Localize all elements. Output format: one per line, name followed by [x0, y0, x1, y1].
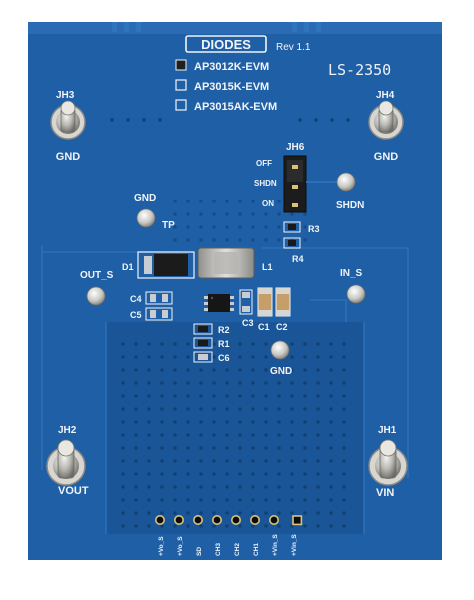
svg-text:SHDN: SHDN [336, 200, 364, 211]
svg-text:JH2: JH2 [58, 425, 77, 436]
capacitor-c6: C6 [193, 351, 230, 363]
svg-text:CH1: CH1 [253, 543, 260, 556]
top-edge-pads [112, 22, 321, 32]
svg-text:OFF: OFF [256, 159, 272, 168]
variant-label-1: AP3012K-EVM [194, 61, 269, 73]
test-point-gnd-center: GND [270, 340, 292, 377]
svg-text:TP: TP [162, 220, 175, 231]
capacitor-c2: C2 [275, 287, 291, 332]
variant-label-2: AP3015K-EVM [194, 81, 269, 93]
variant-checkbox-3 [175, 99, 187, 111]
shdn-test-point [336, 172, 356, 192]
svg-text:C2: C2 [276, 322, 288, 332]
jumper-jh6: JH6 OFF SHDN ON SHDN [254, 142, 364, 213]
capacitor-c4: C4 [130, 291, 173, 305]
variant-label-3: AP3015AK-EVM [194, 101, 277, 113]
svg-text:C5: C5 [130, 310, 142, 320]
header-pin-labels: +Vo_S +Vo_S SD CH3 CH2 CH1 +Vin_S +Vin_S [158, 534, 298, 556]
svg-text:C4: C4 [130, 294, 142, 304]
svg-text:GND: GND [56, 151, 81, 163]
diode-d1: D1 [122, 251, 195, 279]
svg-text:D1: D1 [122, 262, 134, 272]
test-point-out-s: OUT_S [80, 270, 114, 306]
svg-text:SD: SD [196, 547, 203, 556]
svg-text:SHDN: SHDN [254, 179, 277, 188]
svg-text:GND: GND [134, 193, 156, 204]
inductor-l1: L1 [197, 247, 273, 279]
svg-text:GND: GND [270, 366, 292, 377]
terminal-jh2: JH2 VOUT [46, 425, 89, 497]
test-point-in-s: IN_S [340, 268, 366, 304]
pcb-traces [41, 246, 409, 534]
terminal-jh4: JH4 GND [368, 90, 404, 163]
svg-text:+Vin_S: +Vin_S [291, 534, 298, 556]
variant-list: AP3012K-EVM AP3015K-EVM AP3015AK-EVM [175, 59, 277, 113]
capacitor-c1: C1 [257, 287, 273, 332]
diodes-logo: DIODES [185, 35, 267, 53]
svg-text:+Vo_S: +Vo_S [158, 536, 165, 556]
resistor-r1: R1 [193, 337, 230, 349]
svg-text:C1: C1 [258, 322, 270, 332]
svg-text:L1: L1 [262, 262, 273, 272]
bottom-header [155, 514, 303, 526]
svg-text:JH1: JH1 [378, 425, 397, 436]
terminal-jh1: JH1 VIN [368, 425, 408, 499]
svg-text:R3: R3 [308, 224, 320, 234]
svg-text:+Vo_S: +Vo_S [177, 536, 184, 556]
svg-text:R1: R1 [218, 339, 230, 349]
top-vias [110, 118, 350, 122]
svg-text:CH2: CH2 [234, 543, 241, 556]
regulator-ic [204, 294, 234, 312]
revision-label: Rev 1.1 [276, 42, 311, 53]
test-point-tp: GND TP [134, 193, 175, 231]
svg-text:VIN: VIN [376, 487, 394, 499]
svg-text:R2: R2 [218, 325, 230, 335]
svg-text:JH3: JH3 [56, 90, 75, 101]
svg-text:DIODES: DIODES [201, 37, 251, 52]
svg-text:VOUT: VOUT [58, 485, 89, 497]
svg-text:CH3: CH3 [215, 543, 222, 556]
svg-text:R4: R4 [292, 254, 304, 264]
svg-text:JH6: JH6 [286, 142, 305, 153]
variant-checkbox-1 [175, 59, 187, 71]
capacitor-c5: C5 [130, 307, 173, 321]
terminal-jh3: JH3 GND [50, 90, 86, 163]
svg-text:JH4: JH4 [376, 90, 395, 101]
svg-text:C3: C3 [242, 318, 254, 328]
resistor-r3: R3 [283, 221, 320, 234]
variant-checkbox-2 [175, 79, 187, 91]
svg-text:OUT_S: OUT_S [80, 270, 114, 281]
svg-text:IN_S: IN_S [340, 268, 363, 279]
resistor-r4: R4 [283, 237, 304, 264]
svg-text:C6: C6 [218, 353, 230, 363]
svg-text:+Vin_S: +Vin_S [272, 534, 279, 556]
part-code: LS-2350 [328, 61, 391, 79]
capacitor-c3: C3 [239, 289, 254, 328]
svg-text:GND: GND [374, 151, 399, 163]
resistor-r2: R2 [193, 323, 230, 335]
svg-text:ON: ON [262, 199, 274, 208]
